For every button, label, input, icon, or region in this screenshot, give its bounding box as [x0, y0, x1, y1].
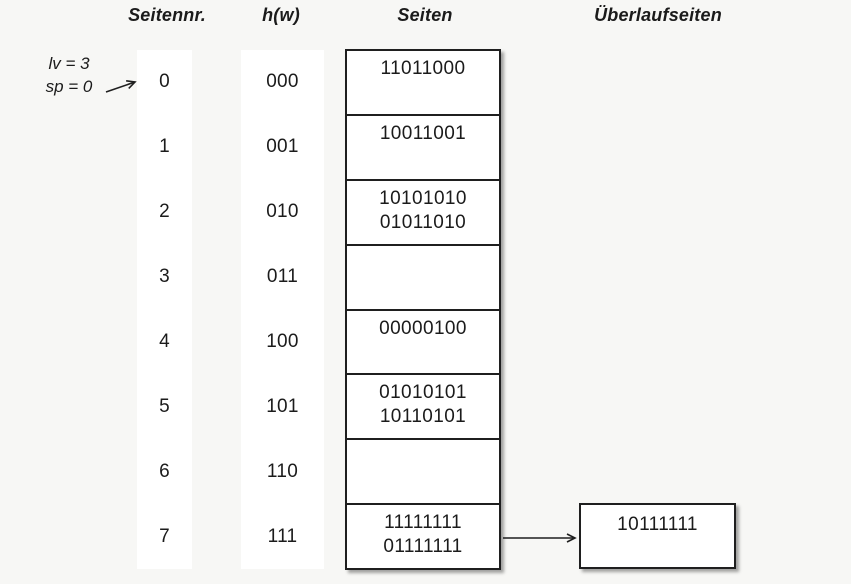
page-number: 6: [159, 460, 170, 482]
hash-value: 010: [266, 201, 299, 223]
header-page-number: Seitennr.: [128, 5, 206, 25]
hash-value: 111: [267, 525, 298, 547]
hash-value: 011: [266, 266, 299, 288]
page-number-column: 0 1 2 3 4 5 6 7: [137, 50, 192, 569]
bucket-cell-2: 10101010 01011010: [347, 181, 499, 246]
page-number: 7: [159, 525, 170, 547]
hash-value: 110: [266, 460, 299, 482]
page-number: 5: [159, 395, 170, 417]
bucket-entry: 01011010: [379, 211, 467, 233]
bucket-entry: 01111111: [383, 536, 463, 558]
hash-value-column: 000 001 010 011 100 101 110 111: [241, 50, 324, 569]
overflow-page-box: 10111111: [579, 503, 736, 569]
page-number: 0: [159, 71, 170, 93]
header-overflow-pages: Überlaufseiten: [594, 5, 722, 25]
header-pages: Seiten: [397, 5, 453, 25]
bucket-cell-0: 11011000: [347, 51, 499, 116]
bucket-entry: 10011001: [379, 122, 467, 144]
bucket-cell-7: 11111111 01111111: [347, 505, 499, 568]
hash-value: 000: [266, 71, 299, 93]
hash-value: 001: [266, 136, 299, 158]
page-number: 2: [159, 201, 170, 223]
hash-value: 100: [266, 330, 299, 352]
page-number: 3: [159, 266, 170, 288]
bucket-cell-1: 10011001: [347, 116, 499, 181]
bucket-entry: 10101010: [379, 187, 467, 209]
header-hash-function: h(w): [262, 5, 300, 25]
page-number: 1: [159, 136, 170, 158]
bucket-cell-6: [347, 440, 499, 506]
bucket-cell-3: [347, 246, 499, 311]
hash-value: 101: [266, 395, 299, 417]
bucket-entry: 11011000: [380, 58, 466, 79]
split-pointer-arrow: [105, 80, 137, 93]
bucket-cell-4: 00000100: [347, 311, 499, 376]
level-value: lv = 3: [48, 54, 90, 73]
overflow-entry: 10111111: [617, 514, 698, 535]
bucket-entry: 00000100: [379, 317, 467, 339]
bucket-entry: 10110101: [379, 406, 467, 428]
page-number: 4: [159, 330, 170, 352]
split-pointer-value: sp = 0: [45, 77, 93, 96]
bucket-cell-5: 01010101 10110101: [347, 375, 499, 441]
bucket-entry: 01010101: [379, 382, 467, 404]
bucket-entry: 11111111: [384, 512, 462, 534]
state-annotation: lv = 3 sp = 0: [30, 52, 108, 98]
pages-box: 11011000 10011001 10101010 01011010 0000…: [345, 49, 501, 570]
